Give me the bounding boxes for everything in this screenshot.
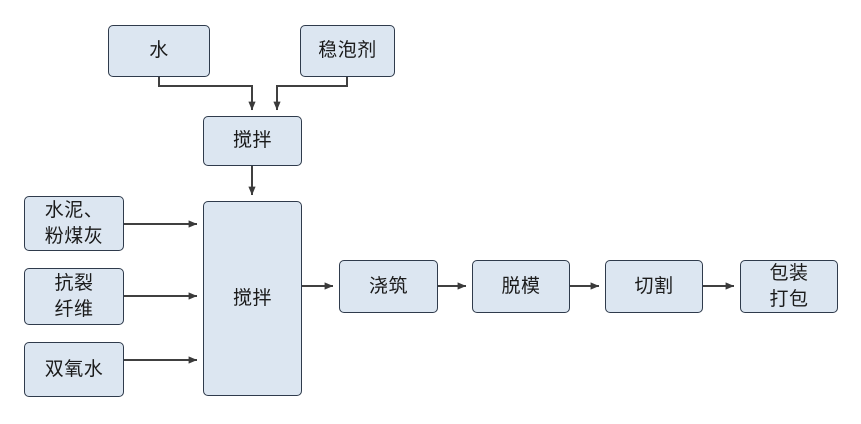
- node-cement-flyash-label: 水泥、 粉煤灰: [44, 200, 104, 247]
- node-anticrack-fiber[interactable]: 抗裂 纤维: [24, 268, 124, 325]
- node-stabilizer-label: 稳泡剂: [318, 40, 377, 62]
- node-mixing-main[interactable]: 搅拌: [203, 201, 302, 396]
- node-mixing-main-label: 搅拌: [232, 287, 272, 309]
- node-demoulding[interactable]: 脱模: [472, 260, 570, 313]
- node-casting-label: 浇筑: [368, 275, 408, 297]
- node-packing-label: 包装 打包: [769, 263, 809, 310]
- node-anticrack-fiber-label: 抗裂 纤维: [54, 273, 94, 320]
- node-packing[interactable]: 包装 打包: [740, 260, 838, 313]
- node-cement-flyash[interactable]: 水泥、 粉煤灰: [24, 196, 124, 251]
- node-cutting[interactable]: 切割: [605, 260, 703, 313]
- node-casting[interactable]: 浇筑: [339, 260, 438, 313]
- node-hydrogen-peroxide[interactable]: 双氧水: [24, 342, 124, 397]
- node-cutting-label: 切割: [634, 275, 674, 297]
- node-water[interactable]: 水: [108, 25, 210, 77]
- node-hydrogen-peroxide-label: 双氧水: [44, 358, 104, 380]
- node-water-label: 水: [149, 40, 169, 62]
- node-mixing-top[interactable]: 搅拌: [203, 116, 302, 166]
- node-stabilizer[interactable]: 稳泡剂: [300, 25, 395, 77]
- connector-water-to-mix-top: [158, 77, 256, 111]
- node-demoulding-label: 脱模: [501, 275, 541, 297]
- connector-stabilizer-to-mix-top: [273, 77, 348, 111]
- node-mixing-top-label: 搅拌: [232, 130, 272, 152]
